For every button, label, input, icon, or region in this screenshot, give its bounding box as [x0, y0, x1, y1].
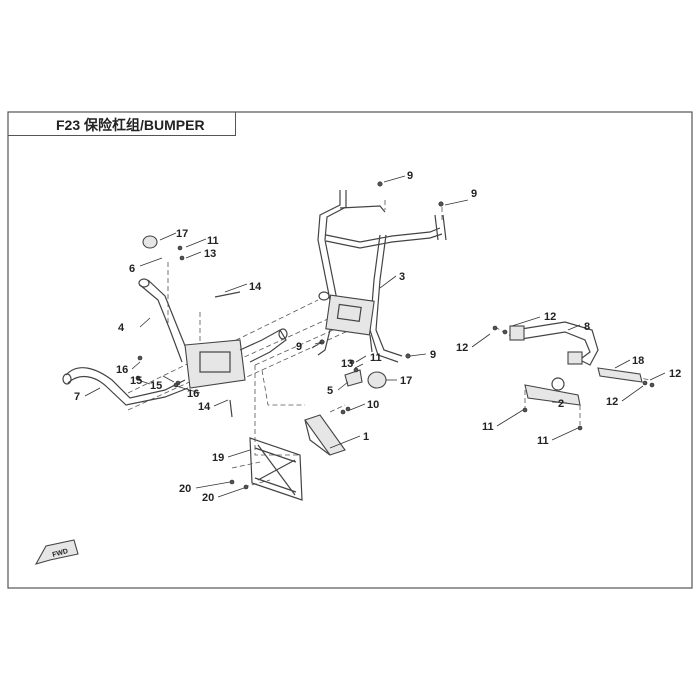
- callout-15: 15: [150, 380, 162, 392]
- fasteners: [135, 181, 655, 490]
- license-plate: [249, 437, 303, 501]
- diagram-border: [7, 111, 693, 589]
- forward-arrow-icon: FWD: [34, 539, 79, 565]
- left-upright-tube: [138, 278, 191, 363]
- fwd-label: FWD: [52, 548, 69, 559]
- callout-20: 20: [179, 483, 191, 495]
- callout-12: 12: [606, 396, 618, 408]
- small-bracket-strip: [597, 367, 643, 383]
- upper-tube-frame: [317, 190, 447, 363]
- title-box: [8, 112, 236, 136]
- callout-11: 11: [207, 235, 219, 247]
- callout-15: 15: [130, 375, 142, 387]
- callout-9: 9: [407, 170, 413, 182]
- callout-19: 19: [212, 452, 224, 464]
- callout-12: 12: [544, 311, 556, 323]
- rear-hitch-plate: [524, 377, 581, 406]
- callout-17: 17: [176, 228, 188, 240]
- rear-bracket: [509, 321, 599, 366]
- callout-2: 2: [558, 398, 564, 410]
- callout-4: 4: [118, 322, 125, 334]
- callout-8: 8: [584, 321, 590, 333]
- callout-10: 10: [367, 399, 379, 411]
- callout-13: 13: [204, 248, 216, 260]
- callout-9: 9: [296, 341, 302, 353]
- callout-5: 5: [327, 385, 333, 397]
- diagram-title: F23 保险杠组/BUMPER: [56, 117, 205, 133]
- callout-17: 17: [400, 375, 412, 387]
- callout-1: 1: [363, 431, 369, 443]
- callout-6: 6: [129, 263, 135, 275]
- callout-16: 16: [116, 364, 128, 376]
- lower-bumper-bracket: [184, 328, 288, 389]
- leader-lines: [84, 175, 666, 498]
- callout-20: 20: [202, 492, 214, 504]
- callout-3: 3: [399, 271, 405, 283]
- callout-16: 16: [187, 388, 199, 400]
- assembly-guide-lines: [127, 200, 651, 488]
- callout-12: 12: [456, 342, 468, 354]
- callout-11: 11: [537, 435, 549, 447]
- callout-9: 9: [471, 188, 477, 200]
- callout-12: 12: [669, 368, 681, 380]
- callout-14: 14: [198, 401, 211, 413]
- callout-9: 9: [430, 349, 436, 361]
- callout-13: 13: [341, 358, 353, 370]
- callout-14: 14: [249, 281, 262, 293]
- small-mount-bracket: [344, 369, 363, 387]
- license-plate-bracket: [304, 414, 346, 456]
- callout-7: 7: [74, 391, 80, 403]
- callout-11: 11: [482, 421, 494, 433]
- callout-labels: 9 9 3 17 11 13 6 14 4 9 9 13 11 5 17 10 …: [74, 170, 681, 504]
- callout-11: 11: [370, 352, 382, 364]
- callout-18: 18: [632, 355, 644, 367]
- left-lower-tube: [62, 367, 189, 406]
